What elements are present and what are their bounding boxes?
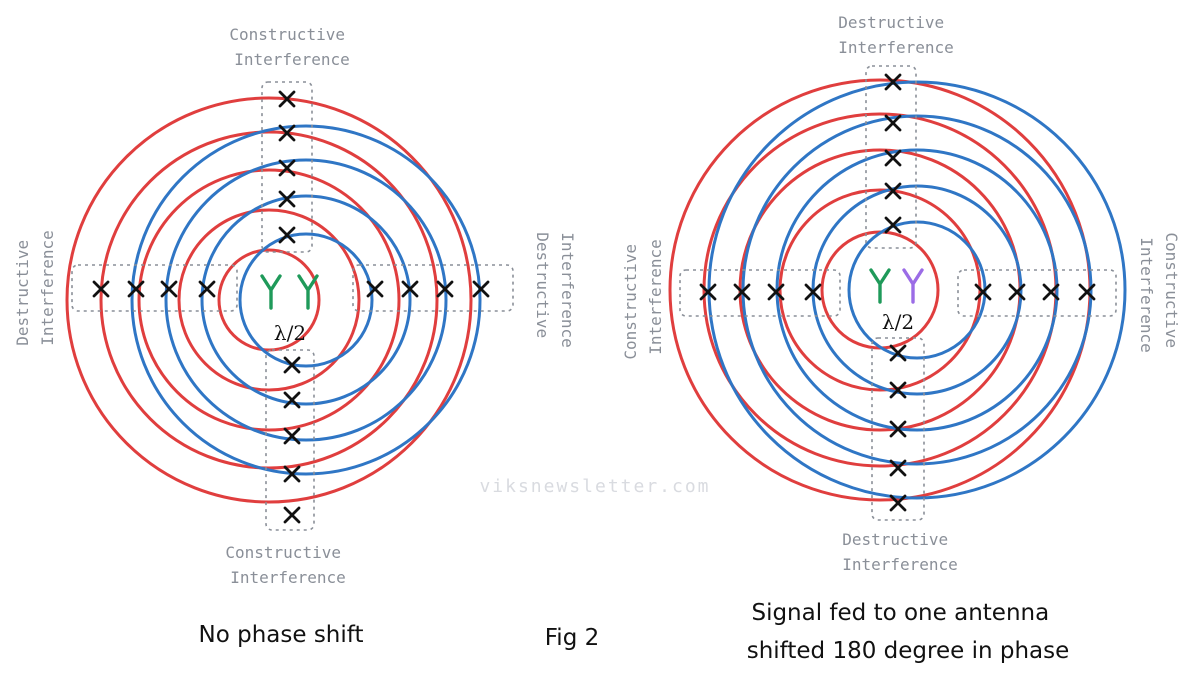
interference-point-mark	[283, 356, 301, 374]
wavefront-blue	[200, 194, 412, 406]
interference-point-mark	[884, 114, 902, 132]
label-top: Constructive Interference	[229, 25, 354, 69]
wavefront-red	[99, 130, 439, 470]
wavefront-red	[65, 96, 473, 504]
interference-point-mark	[699, 283, 717, 301]
rings-antenna-b	[707, 80, 1127, 500]
interference-point-mark	[278, 90, 296, 108]
interference-point-mark	[733, 283, 751, 301]
interference-points	[699, 73, 1096, 512]
zone-left	[71, 264, 238, 312]
interference-point-mark	[127, 280, 145, 298]
interference-point-mark	[278, 159, 296, 177]
interference-point-mark	[283, 427, 301, 445]
interference-point-mark	[767, 283, 785, 301]
antenna-spacing-label: λ/2	[274, 321, 306, 345]
rings-antenna-b	[130, 124, 482, 476]
zone-left	[679, 269, 841, 317]
interference-point-mark	[884, 182, 902, 200]
label-top: Destructive Interference	[838, 13, 954, 57]
label-right: Constructive Interference	[1137, 232, 1181, 357]
interference-point-mark	[1078, 283, 1096, 301]
antenna-spacing-label: λ/2	[882, 310, 914, 334]
zone-right	[957, 269, 1117, 317]
interference-point-mark	[1008, 283, 1026, 301]
label-bottom: Constructive Interference	[225, 543, 350, 587]
panel-caption: No phase shift	[199, 622, 364, 648]
interference-point-mark	[283, 506, 301, 524]
wavefront-blue	[238, 232, 374, 368]
interference-point-mark	[889, 381, 907, 399]
label-left: Constructive Interference	[621, 234, 665, 359]
antenna-purple-icon	[902, 268, 924, 304]
interference-point-mark	[889, 344, 907, 362]
interference-point-mark	[278, 190, 296, 208]
wavefront-blue	[847, 220, 987, 360]
interference-point-mark	[278, 226, 296, 244]
wavefront-red	[177, 208, 361, 392]
wavefront-blue	[811, 184, 1023, 396]
antenna-green-icon	[297, 274, 319, 310]
zone-top	[261, 81, 313, 253]
interference-point-mark	[884, 216, 902, 234]
interference-point-mark	[160, 280, 178, 298]
panel-phase-shift-180: λ/2 Destructive Interference Destructive…	[621, 13, 1181, 664]
interference-point-mark	[974, 283, 992, 301]
interference-point-mark	[1042, 283, 1060, 301]
interference-point-mark	[366, 280, 384, 298]
figure-caption: Fig 2	[545, 625, 600, 651]
zone-bottom	[871, 337, 925, 521]
interference-point-mark	[804, 283, 822, 301]
label-left: Destructive Interference	[13, 230, 57, 346]
interference-point-mark	[884, 149, 902, 167]
interference-point-mark	[889, 494, 907, 512]
zone-right	[352, 264, 514, 312]
interference-point-mark	[889, 420, 907, 438]
wavefront-blue	[130, 124, 482, 476]
label-bottom: Destructive Interference	[842, 530, 958, 574]
interference-point-mark	[436, 280, 454, 298]
antenna-pair	[869, 268, 924, 304]
antenna-pair	[260, 274, 319, 310]
interference-point-mark	[884, 73, 902, 91]
interference-point-mark	[283, 391, 301, 409]
watermark: viksnewsletter.com	[479, 476, 710, 497]
interference-point-mark	[198, 280, 216, 298]
wavefront-red	[137, 168, 401, 432]
interference-point-mark	[92, 280, 110, 298]
wavefront-blue	[741, 114, 1093, 466]
antenna-green-icon	[869, 268, 891, 304]
wavefront-blue	[707, 80, 1127, 500]
rings-antenna-a	[65, 96, 473, 504]
interference-point-mark	[278, 124, 296, 142]
wavefront-blue	[164, 158, 448, 442]
panel-caption: Signal fed to one antenna shifted 180 de…	[747, 600, 1070, 664]
panel-no-phase-shift: λ/2 Constructive Interference Constructi…	[13, 25, 577, 648]
zone-top	[865, 65, 917, 249]
antenna-green-icon	[260, 274, 282, 310]
interference-point-mark	[472, 280, 490, 298]
interference-point-mark	[283, 465, 301, 483]
interference-point-mark	[889, 459, 907, 477]
interference-points	[92, 90, 490, 524]
label-right: Destructive Interference	[533, 232, 577, 348]
interference-point-mark	[401, 280, 419, 298]
zone-bottom	[265, 349, 315, 531]
